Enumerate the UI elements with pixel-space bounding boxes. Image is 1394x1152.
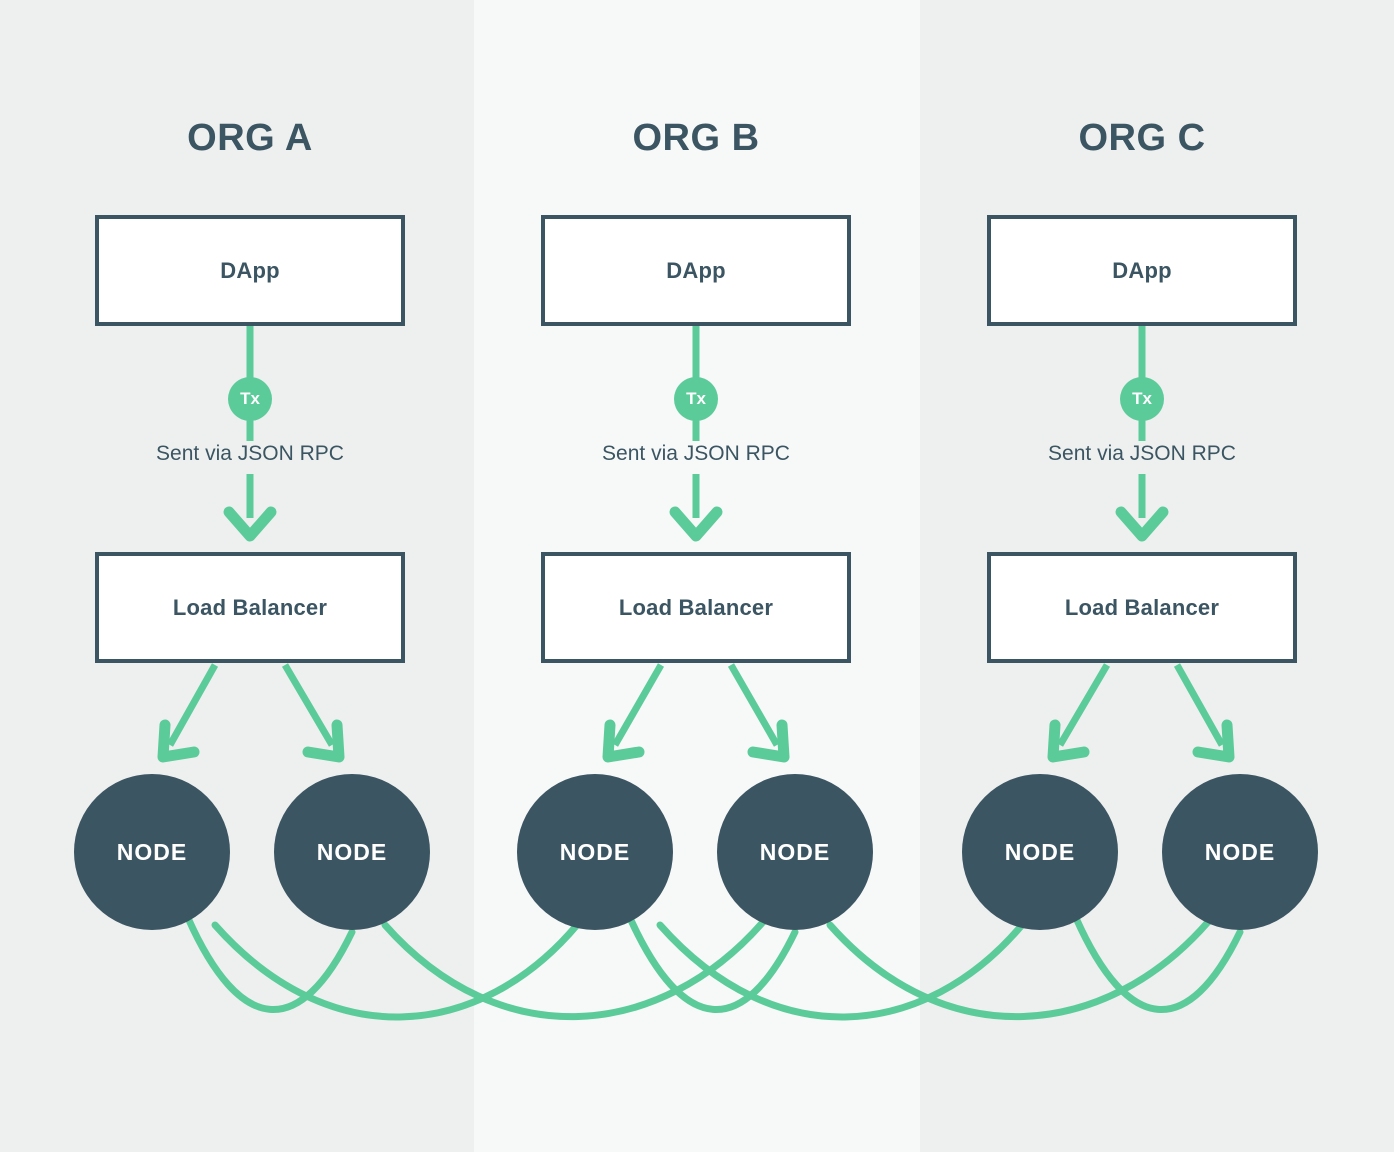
node-label-b2: NODE — [759, 838, 831, 865]
org-title-a: ORG A — [187, 117, 313, 159]
rpc-label-c: Sent via JSON RPC — [1048, 442, 1236, 465]
load-balancer-label-a: Load Balancer — [172, 594, 328, 620]
dapp-label-a: DApp — [220, 257, 280, 283]
node-label-c1: NODE — [1004, 838, 1076, 865]
node-circle-c1[interactable]: NODE — [962, 774, 1118, 930]
tx-badge-b[interactable]: Tx — [674, 377, 718, 421]
load-balancer-box-c[interactable]: Load Balancer — [987, 552, 1297, 663]
rpc-label-b: Sent via JSON RPC — [602, 442, 790, 465]
tx-badge-c[interactable]: Tx — [1120, 377, 1164, 421]
dapp-box-c[interactable]: DApp — [987, 215, 1297, 326]
load-balancer-box-a[interactable]: Load Balancer — [95, 552, 405, 663]
node-label-a2: NODE — [316, 838, 388, 865]
dapp-box-a[interactable]: DApp — [95, 215, 405, 326]
node-circle-b2[interactable]: NODE — [717, 774, 873, 930]
load-balancer-label-b: Load Balancer — [618, 594, 774, 620]
node-circle-a1[interactable]: NODE — [74, 774, 230, 930]
node-circle-b1[interactable]: NODE — [517, 774, 673, 930]
dapp-label-b: DApp — [666, 257, 726, 283]
node-label-b1: NODE — [559, 838, 631, 865]
tx-label-b: Tx — [686, 389, 706, 408]
rpc-label-a: Sent via JSON RPC — [156, 442, 344, 465]
tx-badge-a[interactable]: Tx — [228, 377, 272, 421]
load-balancer-label-c: Load Balancer — [1064, 594, 1220, 620]
node-circle-c2[interactable]: NODE — [1162, 774, 1318, 930]
tx-label-a: Tx — [240, 389, 260, 408]
dapp-box-b[interactable]: DApp — [541, 215, 851, 326]
org-title-c: ORG C — [1078, 117, 1206, 159]
tx-label-c: Tx — [1132, 389, 1152, 408]
dapp-label-c: DApp — [1112, 257, 1172, 283]
org-title-b: ORG B — [632, 117, 760, 159]
node-label-a1: NODE — [116, 838, 188, 865]
load-balancer-box-b[interactable]: Load Balancer — [541, 552, 851, 663]
node-label-c2: NODE — [1204, 838, 1276, 865]
node-circle-a2[interactable]: NODE — [274, 774, 430, 930]
